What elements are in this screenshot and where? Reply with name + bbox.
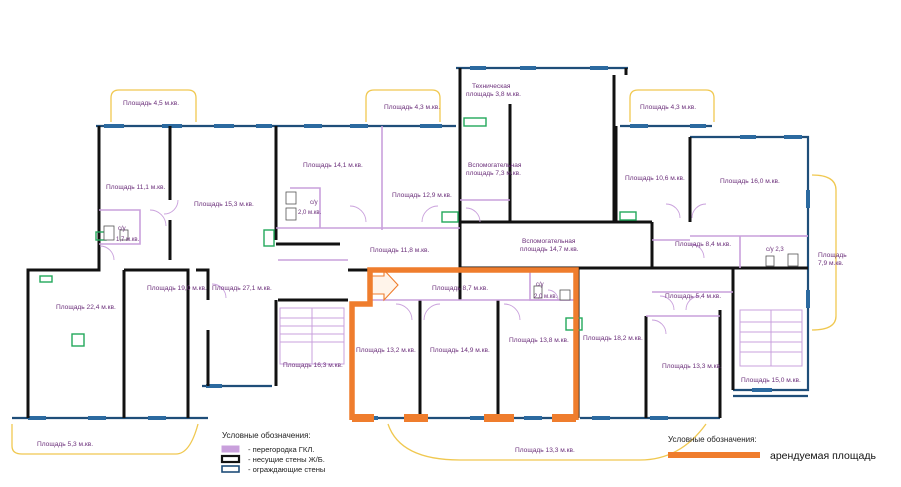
legend-load-wall-text: - несущие стены Ж/Б.	[248, 455, 325, 464]
balcony-bottom-mid-outline	[387, 423, 707, 461]
label-room-19-0: Площадь 19,0 м.кв.	[147, 285, 207, 292]
legend-rented-text: арендуемая площадь	[770, 450, 876, 462]
label-balcony-top-right: Площадь 4,3 м.кв.	[640, 104, 696, 111]
label-room-16-0: Площадь 16,0 м.кв.	[720, 178, 780, 185]
label-room-15-3: Площадь 15,3 м.кв.	[194, 201, 254, 208]
label-wc-top-line1: с/у	[310, 200, 318, 206]
label-aux-14-7-line2: площадь 14,7 м.кв.	[520, 246, 579, 253]
label-room-7-9-line1: Площадь	[818, 252, 847, 259]
label-aux-7-3-line1: Вспомогательная	[468, 162, 522, 169]
label-room-5-4: Площадь 5,4 м.кв.	[665, 293, 721, 300]
label-room-13-2: Площадь 13,2 м.кв.	[356, 347, 416, 354]
label-balcony-bottom-mid: Площадь 13,3 м.кв.	[515, 447, 575, 454]
label-balcony-bottom-left: Площадь 5,3 м.кв.	[37, 441, 93, 448]
door-swings	[99, 199, 707, 335]
label-room-16-3: Площадь 16,3 м.кв.	[283, 362, 343, 369]
label-balcony-top-mid: Площадь 4,3 м.кв.	[384, 104, 440, 111]
label-room-7-9-line2: 7,9 м.кв.	[818, 260, 844, 267]
legend-walls: Условные обозначения: - перегородка ГКЛ.…	[220, 431, 325, 474]
label-room-11-1: Площадь 11,1 м.кв.	[106, 184, 165, 191]
balconies	[11, 89, 837, 461]
label-room-8-7: Площадь 8,7 м.кв.	[432, 285, 488, 292]
label-wc-1-7-line2: 1,7 м.кв.	[116, 237, 140, 243]
balcony-bottom-left-outline	[11, 423, 199, 455]
balcony-top-right-outline	[629, 89, 715, 122]
rented-area-windows	[352, 414, 576, 422]
wc-fixtures	[103, 191, 799, 301]
label-tech-area-line1: Техническая	[472, 83, 511, 90]
label-room-15-0: Площадь 15,0 м.кв.	[741, 377, 801, 384]
legend-partition-swatch	[221, 445, 240, 453]
rented-area-outline	[349, 267, 579, 420]
label-room-14-1: Площадь 14,1 м.кв.	[303, 162, 363, 169]
label-room-18-2: Площадь 18,2 м.кв.	[583, 335, 643, 342]
label-wc-top-line2: 2,0 м.кв.	[298, 210, 322, 216]
load-bearing-walls	[26, 68, 808, 418]
partitions	[99, 126, 808, 317]
label-wc-1-7-line1: с/у	[118, 226, 126, 232]
label-wc-mid-line2: 2,0 м.кв.	[534, 294, 558, 300]
legend-enclosing-wall-text: - ограждающие стены	[248, 465, 325, 474]
legend-title-2: Условные обозначения:	[668, 435, 757, 444]
label-balcony-top-left: Площадь 4,5 м.кв.	[123, 100, 179, 107]
stairs-left	[279, 307, 345, 365]
legend-partition-text: - перегородка ГКЛ.	[248, 445, 314, 454]
label-wc-2-3: с/у 2,3	[766, 247, 784, 253]
label-aux-14-7-line1: Вспомогательная	[522, 238, 576, 245]
balcony-right-outline	[811, 174, 837, 331]
label-room-8-4: Площадь 8,4 м.кв.	[675, 241, 731, 248]
legend-rented-swatch	[668, 452, 760, 458]
label-room-12-9: Площадь 12,9 м.кв.	[392, 192, 452, 199]
legend-rented: Условные обозначения: арендуемая площадь	[668, 435, 876, 462]
legend-enclosing-wall-swatch	[221, 465, 240, 473]
fixtures	[39, 117, 637, 347]
label-room-22-4: Площадь 22,4 м.кв.	[56, 304, 116, 311]
label-wc-mid-line1: с/у	[536, 282, 544, 288]
balcony-top-left-outline	[110, 89, 197, 122]
room-labels: Площадь 4,5 м.кв. Площадь 4,3 м.кв. Площ…	[37, 83, 847, 454]
legend-title: Условные обозначения:	[222, 431, 311, 440]
balcony-top-mid-outline	[365, 89, 441, 122]
label-room-13-8: Площадь 13,8 м.кв.	[509, 337, 569, 344]
label-room-10-6: Площадь 10,6 м.кв.	[625, 175, 685, 182]
label-room-27-1: Площадь 27,1 м.кв.	[212, 285, 272, 292]
label-room-14-9: Площадь 14,9 м.кв.	[430, 347, 490, 354]
entrance-arrow-icon	[371, 268, 399, 302]
stairs-right	[739, 309, 803, 367]
label-room-11-8: Площадь 11,8 м.кв.	[370, 247, 429, 254]
label-room-13-3-right: Площадь 13,3 м.кв.	[662, 363, 722, 370]
label-aux-7-3-line2: площадь 7,3 м.кв.	[466, 170, 521, 177]
legend-load-wall-swatch	[220, 454, 241, 464]
label-tech-area-line2: площадь 3,8 м.кв.	[466, 91, 521, 98]
